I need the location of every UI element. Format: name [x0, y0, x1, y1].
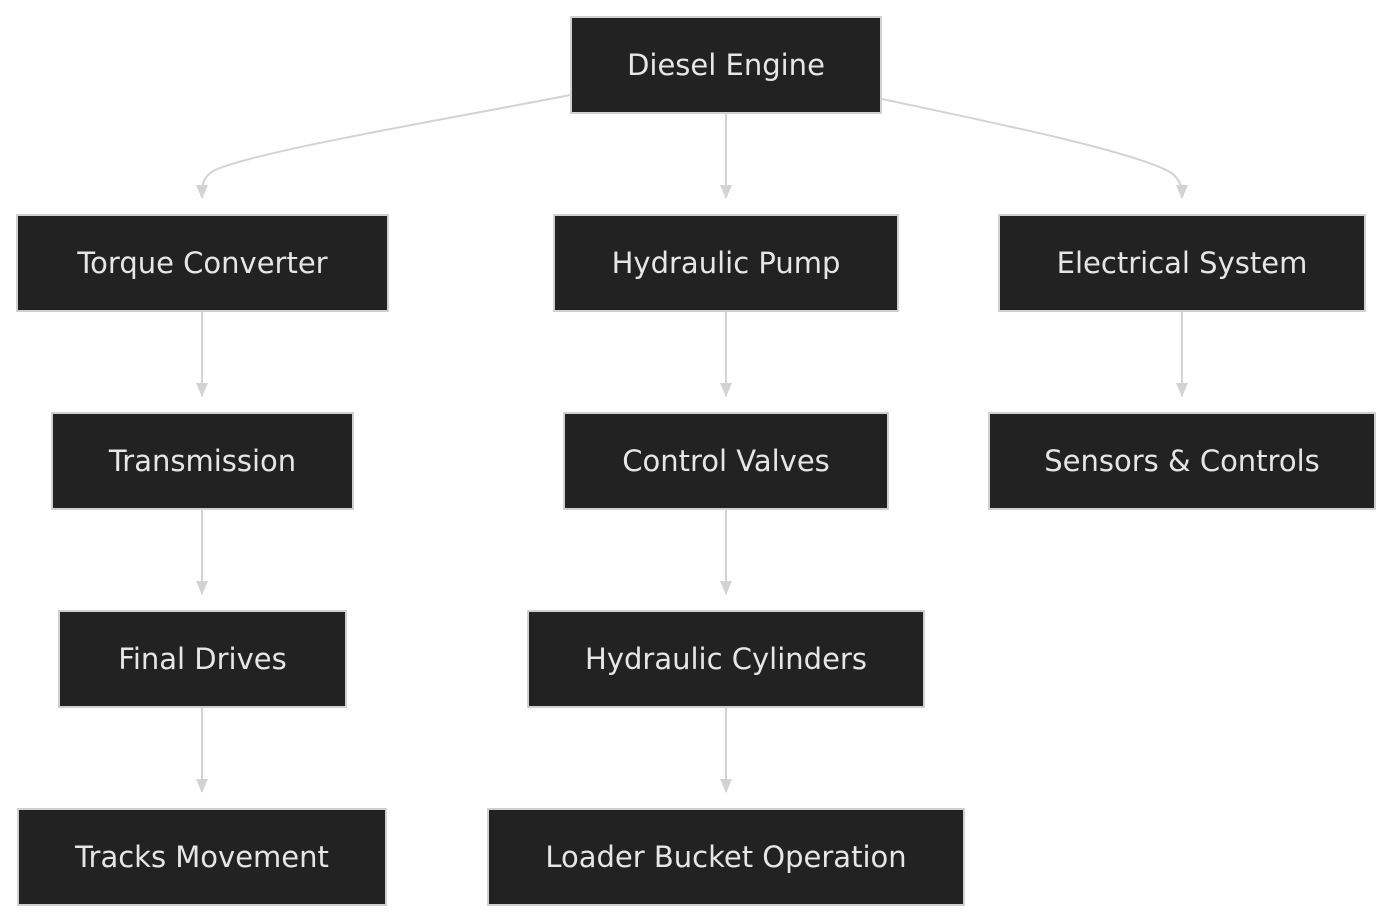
node-tracks-movement: Tracks Movement: [17, 808, 387, 906]
node-transmission: Transmission: [51, 412, 354, 510]
node-final-drives: Final Drives: [58, 610, 347, 708]
node-control-valves: Control Valves: [563, 412, 889, 510]
edge-engine-to-torque-converter: [195, 94, 571, 199]
node-electrical-system: Electrical System: [998, 214, 1366, 312]
node-sensors-controls: Sensors & Controls: [988, 412, 1376, 510]
node-hydraulic-cylinders: Hydraulic Cylinders: [527, 610, 925, 708]
node-torque-converter: Torque Converter: [16, 214, 389, 312]
edge-engine-to-electrical-system: [881, 98, 1188, 199]
node-diesel-engine: Diesel Engine: [570, 16, 882, 114]
node-loader-bucket-operation: Loader Bucket Operation: [487, 808, 965, 906]
node-hydraulic-pump: Hydraulic Pump: [553, 214, 899, 312]
